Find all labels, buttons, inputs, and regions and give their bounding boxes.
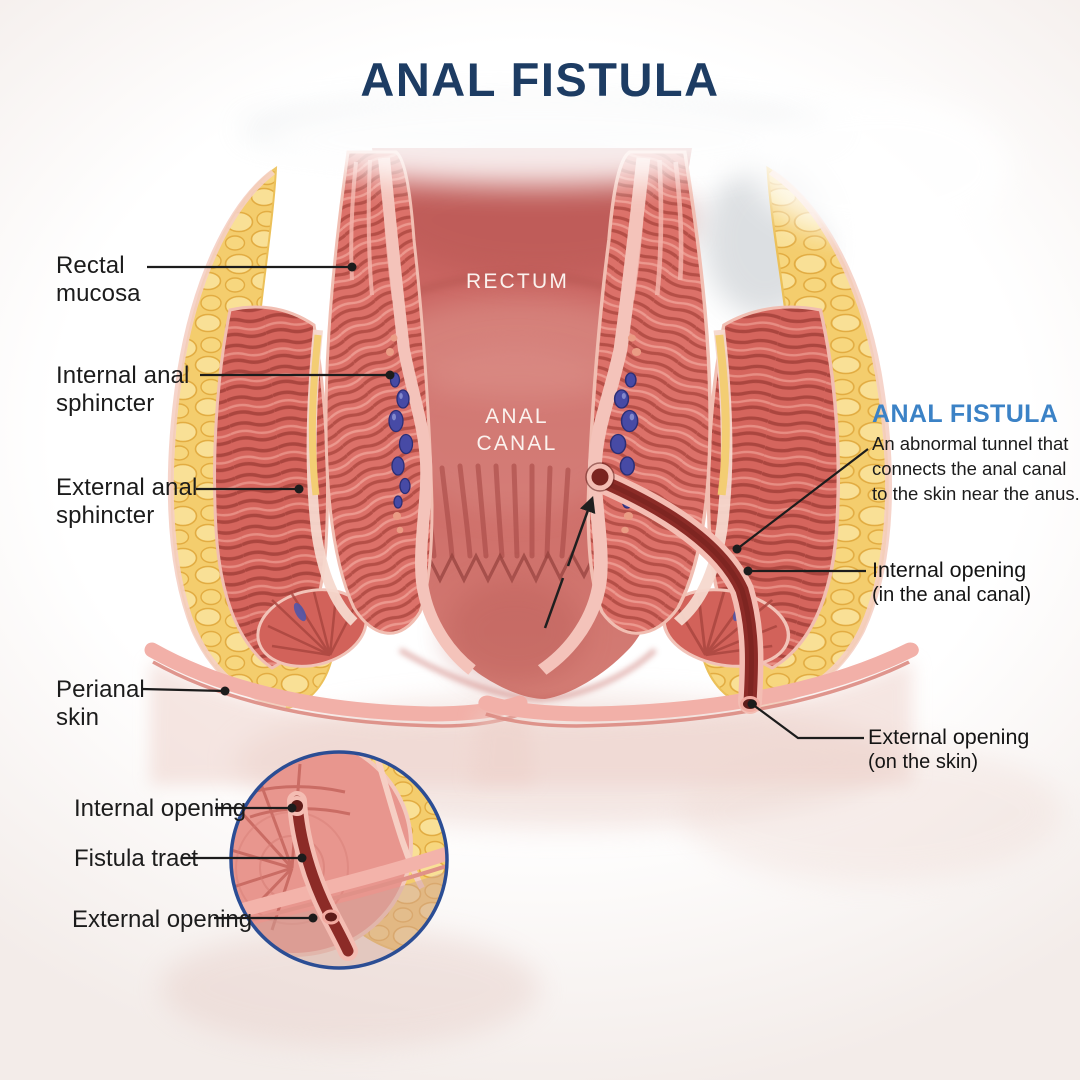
external-opening-text: External opening [868,725,1030,749]
callout-description-line: An abnormal tunnel that [872,433,1069,454]
leader-rectal-mucosa [147,262,357,272]
label-rectal-mucosa: Rectal mucosa [56,252,141,308]
fistula-tract [543,462,764,714]
label-rectum: RECTUM [465,270,570,293]
leader-internal-anal-sphincter [200,370,395,380]
page-title: ANAL FISTULA [360,53,720,106]
label-internal-opening: Internal opening (in the anal canal) [872,557,1031,608]
left-wall [144,150,534,785]
leader-inset-fistula-tract [182,853,307,863]
leader-perianal-skin [141,686,230,696]
internal-opening-text: Internal opening [872,558,1027,582]
label-external-opening: External opening (on the skin) [868,724,1029,775]
callout-description-line: to the skin near the anus. [872,483,1080,505]
callout-description: An abnormal tunnel that connects the ana… [872,431,1080,506]
label-perianal-skin: Perianal skin [56,676,145,732]
label-inset-fistula-tract: Fistula tract [74,845,199,872]
callout-heading: ANAL FISTULA [872,400,1059,428]
label-inset-external-opening: External opening [72,906,253,933]
top-right-glow [750,98,1010,238]
leader-external-opening [747,699,864,740]
leader-fistula-description [732,448,869,554]
label-anal-canal: ANAL CANAL [476,405,558,456]
leader-inset-external-opening [214,913,318,923]
label-internal-anal-sphincter: Internal anal sphincter [56,362,190,418]
leader-internal-opening [743,566,866,576]
label-inset-internal-opening: Internal opening [74,795,247,822]
inset-external-opening [322,909,340,925]
leader-external-anal-sphincter [196,484,304,494]
inset-border [229,750,449,970]
leader-inset-internal-opening [215,803,297,813]
internal-opening [586,463,614,491]
callout-description-line: connects the anal canal [872,458,1067,480]
top-fade [265,94,805,186]
leader-lines [141,262,869,923]
external-opening-note: (on the skin) [868,751,979,774]
internal-opening-note: (in the anal canal) [872,584,1031,607]
label-external-anal-sphincter: External anal sphincter [56,474,198,530]
hemorrhoidal-veins [386,334,414,534]
internal-opening-arrow [566,495,596,567]
